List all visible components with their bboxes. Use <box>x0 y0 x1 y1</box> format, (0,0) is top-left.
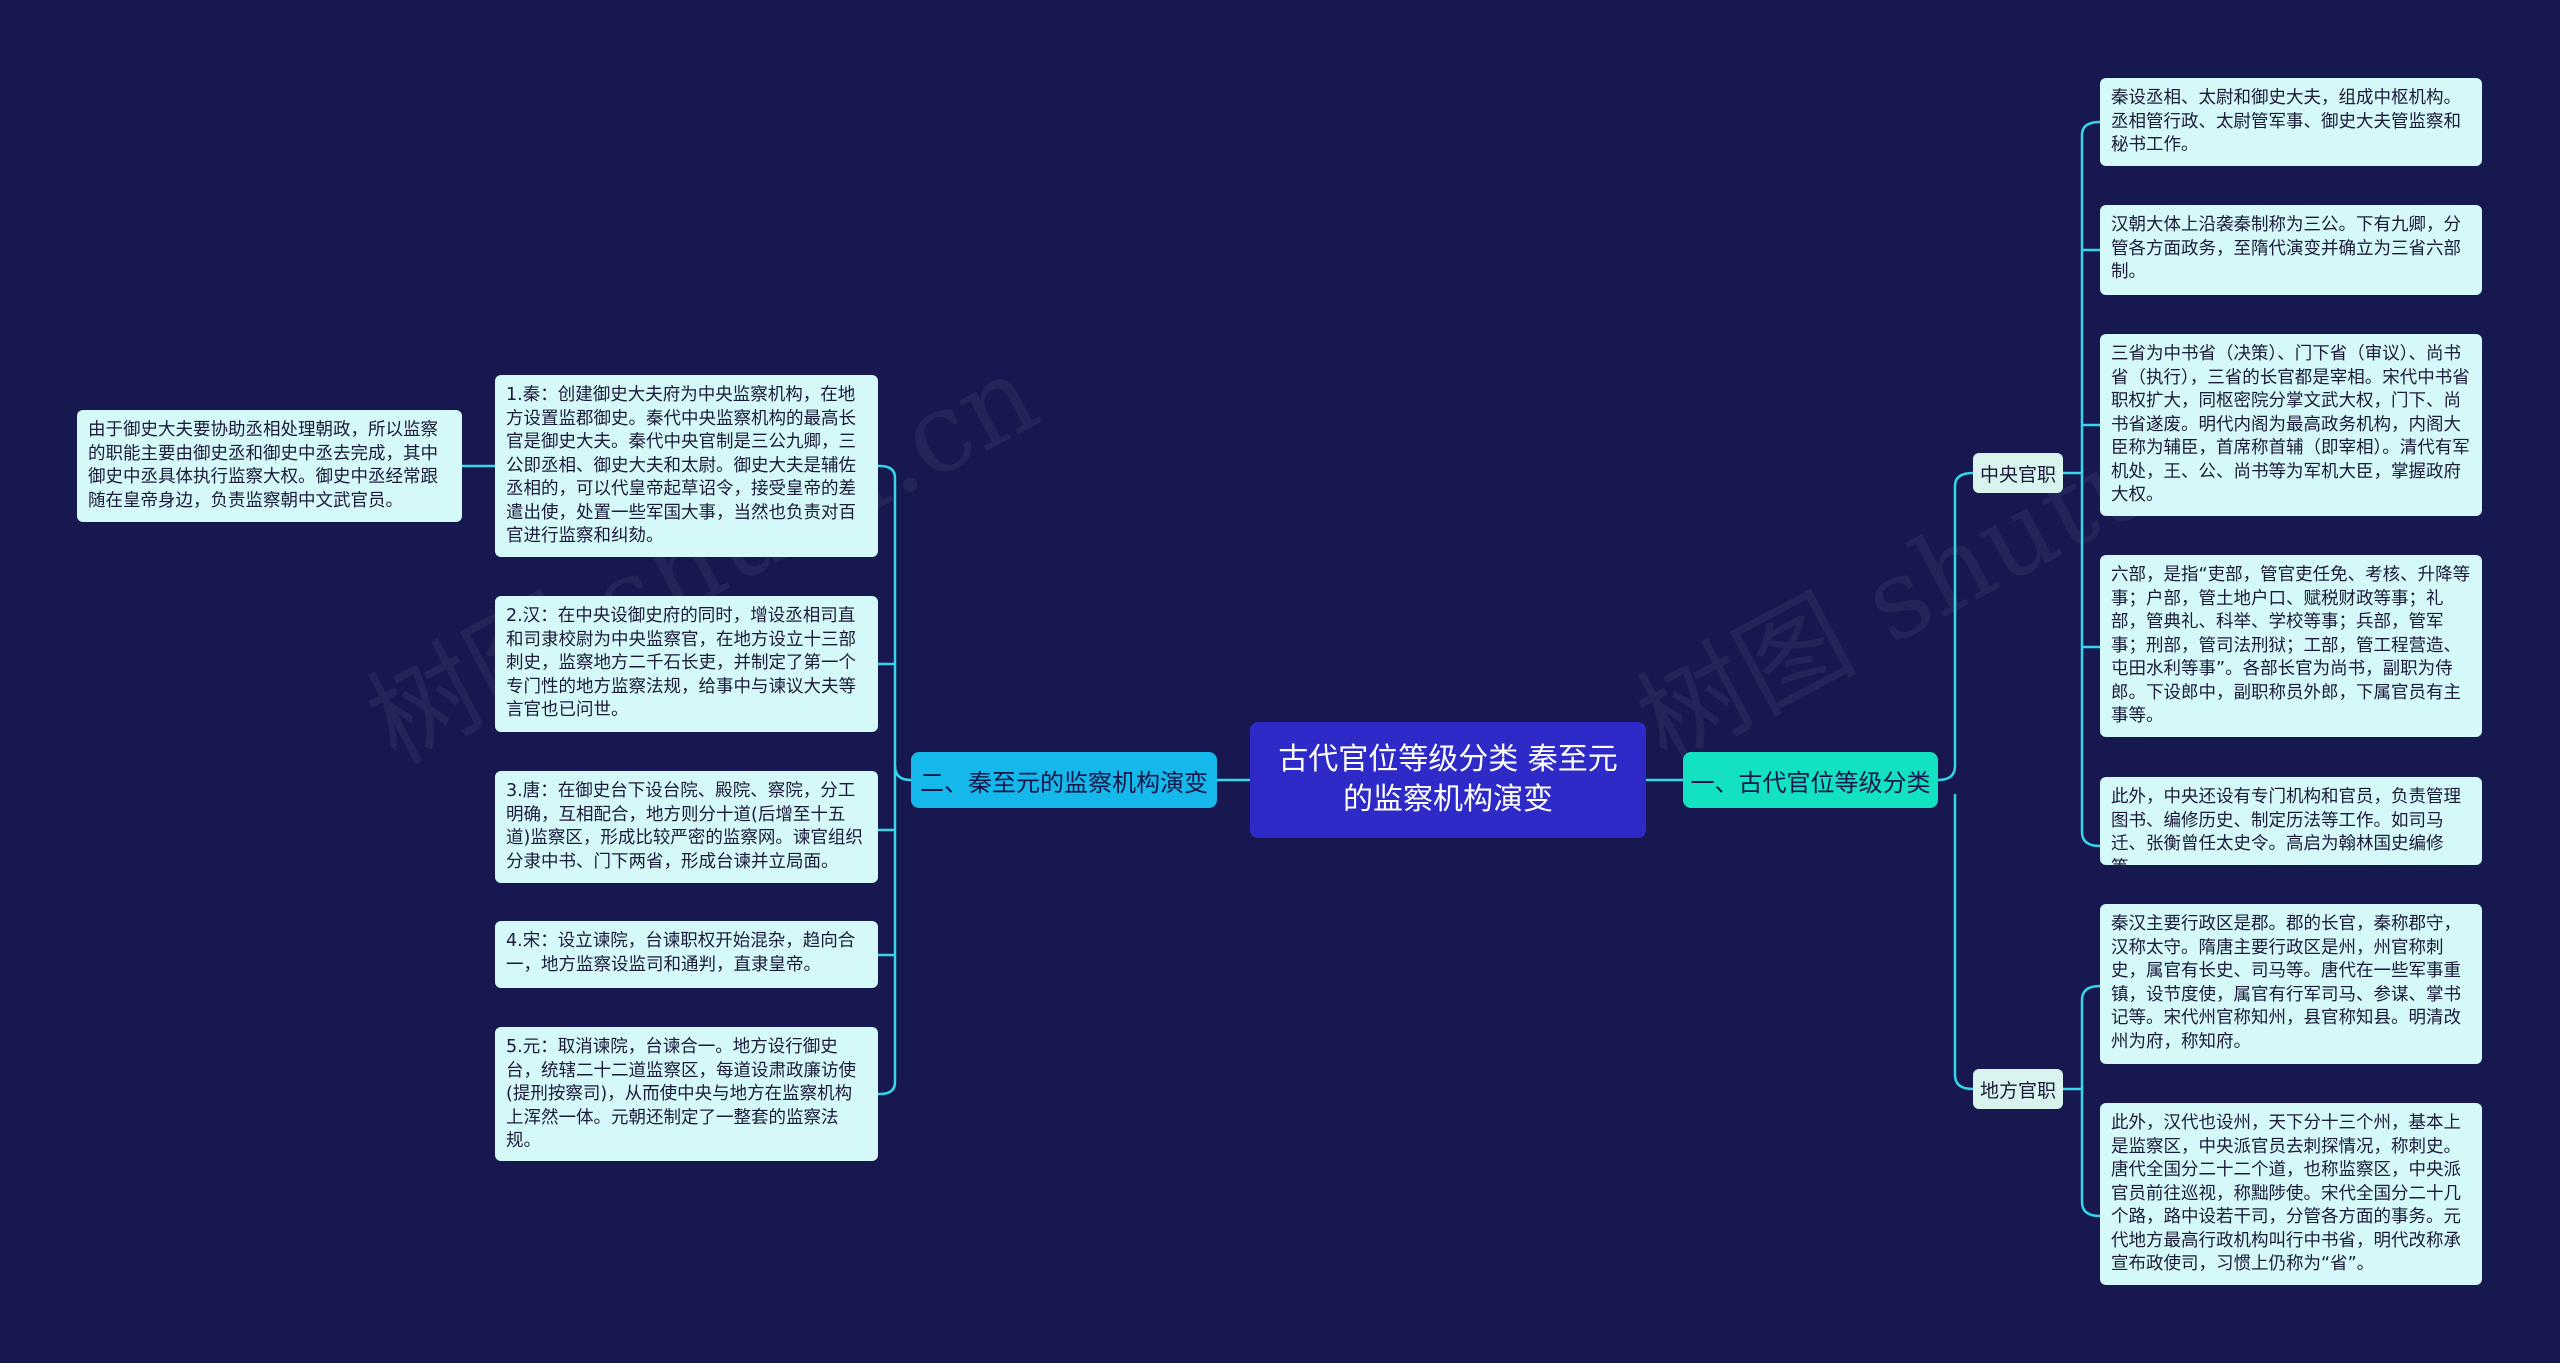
topic-central-three-departments[interactable]: 三省为中书省（决策）、门下省（审议）、尚书省（执行），三省的长官都是宰相。宋代中… <box>2100 334 2482 516</box>
branch-label: 一、古代官位等级分类 <box>1690 768 1931 797</box>
sub-topic-label: 中央官职 <box>1979 463 2056 486</box>
root-topic[interactable]: 古代官位等级分类 秦至元的监察机构演变 <box>1250 722 1646 838</box>
topic-song[interactable]: 4.宋：设立谏院，台谏职权开始混杂，趋向合一，地方监察设监司和通判，直隶皇帝。 <box>495 921 878 988</box>
topic-central-special-officials[interactable]: 此外，中央还设有专门机构和官员，负责管理图书、编修历史、制定历法等工作。如司马迁… <box>2100 777 2482 865</box>
connector-local-spine <box>2063 984 2101 1091</box>
branch-supervision-evolution[interactable]: 二、秦至元的监察机构演变 <box>911 752 1217 808</box>
branch-label: 二、秦至元的监察机构演变 <box>920 768 1208 797</box>
topic-text: 汉朝大体上沿袭秦制称为三公。下有九卿，分管各方面政务，至隋代演变并确立为三省六部… <box>2111 215 2461 282</box>
topic-central-qin[interactable]: 秦设丞相、太尉和御史大夫，组成中枢机构。丞相管行政、太尉管军事、御史大夫管监察和… <box>2100 78 2482 166</box>
topic-text: 1.秦：创建御史大夫府为中央监察机构，在地方设置监郡御史。秦代中央监察机构的最高… <box>506 385 856 546</box>
topic-text: 秦汉主要行政区是郡。郡的长官，秦称郡守，汉称太守。隋唐主要行政区是州，州官称刺史… <box>2111 914 2461 1052</box>
topic-central-six-ministries[interactable]: 六部，是指“吏部，管官吏任免、考核、升降等事；户部，管土地户口、赋税财政等事；礼… <box>2100 555 2482 737</box>
connector-central-spine <box>2063 120 2101 475</box>
topic-central-han[interactable]: 汉朝大体上沿袭秦制称为三公。下有九卿，分管各方面政务，至隋代演变并确立为三省六部… <box>2100 205 2482 295</box>
topic-text: 4.宋：设立谏院，台谏职权开始混杂，趋向合一，地方监察设监司和通判，直隶皇帝。 <box>506 931 856 975</box>
topic-text: 六部，是指“吏部，管官吏任免、考核、升降等事；户部，管土地户口、赋税财政等事；礼… <box>2111 565 2471 726</box>
sub-topic-central-officials[interactable]: 中央官职 <box>1973 453 2063 493</box>
connector-left-spine <box>878 464 912 782</box>
sub-topic-local-officials[interactable]: 地方官职 <box>1973 1069 2063 1109</box>
topic-text: 此外，汉代也设州，天下分十三个州，基本上是监察区，中央派官员去刺探情况，称刺史。… <box>2111 1113 2461 1274</box>
topic-text: 秦设丞相、太尉和御史大夫，组成中枢机构。丞相管行政、太尉管军事、御史大夫管监察和… <box>2111 88 2461 155</box>
topic-yuan[interactable]: 5.元：取消谏院，台谏合一。地方设行御史台，统辖二十二道监察区，每道设肃政廉访使… <box>495 1027 878 1161</box>
connector-left-spine-lower <box>878 766 897 1096</box>
connector-central-lower <box>2080 473 2101 848</box>
connector-right-spine-lower <box>1953 794 1974 1091</box>
branch-official-ranks[interactable]: 一、古代官位等级分类 <box>1683 752 1938 808</box>
topic-qin-detail[interactable]: 由于御史大夫要协助丞相处理朝政，所以监察的职能主要由御史丞和御史中丞去完成，其中… <box>77 410 462 522</box>
topic-tang[interactable]: 3.唐：在御史台下设台院、殿院、察院，分工明确，互相配合，地方则分十道(后增至十… <box>495 771 878 883</box>
connector-right-spine <box>1937 471 1974 782</box>
connector-local-lower <box>2080 1089 2101 1218</box>
topic-text: 由于御史大夫要协助丞相处理朝政，所以监察的职能主要由御史丞和御史中丞去完成，其中… <box>88 420 438 511</box>
topic-qin[interactable]: 1.秦：创建御史大夫府为中央监察机构，在地方设置监郡御史。秦代中央监察机构的最高… <box>495 375 878 557</box>
topic-local-provinces[interactable]: 此外，汉代也设州，天下分十三个州，基本上是监察区，中央派官员去刺探情况，称刺史。… <box>2100 1103 2482 1285</box>
topic-text: 5.元：取消谏院，台谏合一。地方设行御史台，统辖二十二道监察区，每道设肃政廉访使… <box>506 1037 856 1151</box>
root-topic-title: 古代官位等级分类 秦至元的监察机构演变 <box>1278 742 1618 817</box>
sub-topic-label: 地方官职 <box>1979 1079 2056 1102</box>
topic-text: 3.唐：在御史台下设台院、殿院、察院，分工明确，互相配合，地方则分十道(后增至十… <box>506 781 863 872</box>
topic-han[interactable]: 2.汉：在中央设御史府的同时，增设丞相司直和司隶校尉为中央监察官，在地方设立十三… <box>495 596 878 732</box>
topic-text: 三省为中书省（决策）、门下省（审议）、尚书省（执行），三省的长官都是宰相。宋代中… <box>2111 344 2470 505</box>
topic-text: 2.汉：在中央设御史府的同时，增设丞相司直和司隶校尉为中央监察官，在地方设立十三… <box>506 606 856 720</box>
topic-local-prefectures[interactable]: 秦汉主要行政区是郡。郡的长官，秦称郡守，汉称太守。隋唐主要行政区是州，州官称刺史… <box>2100 904 2482 1064</box>
topic-text: 此外，中央还设有专门机构和官员，负责管理图书、编修历史、制定历法等工作。如司马迁… <box>2111 787 2461 865</box>
